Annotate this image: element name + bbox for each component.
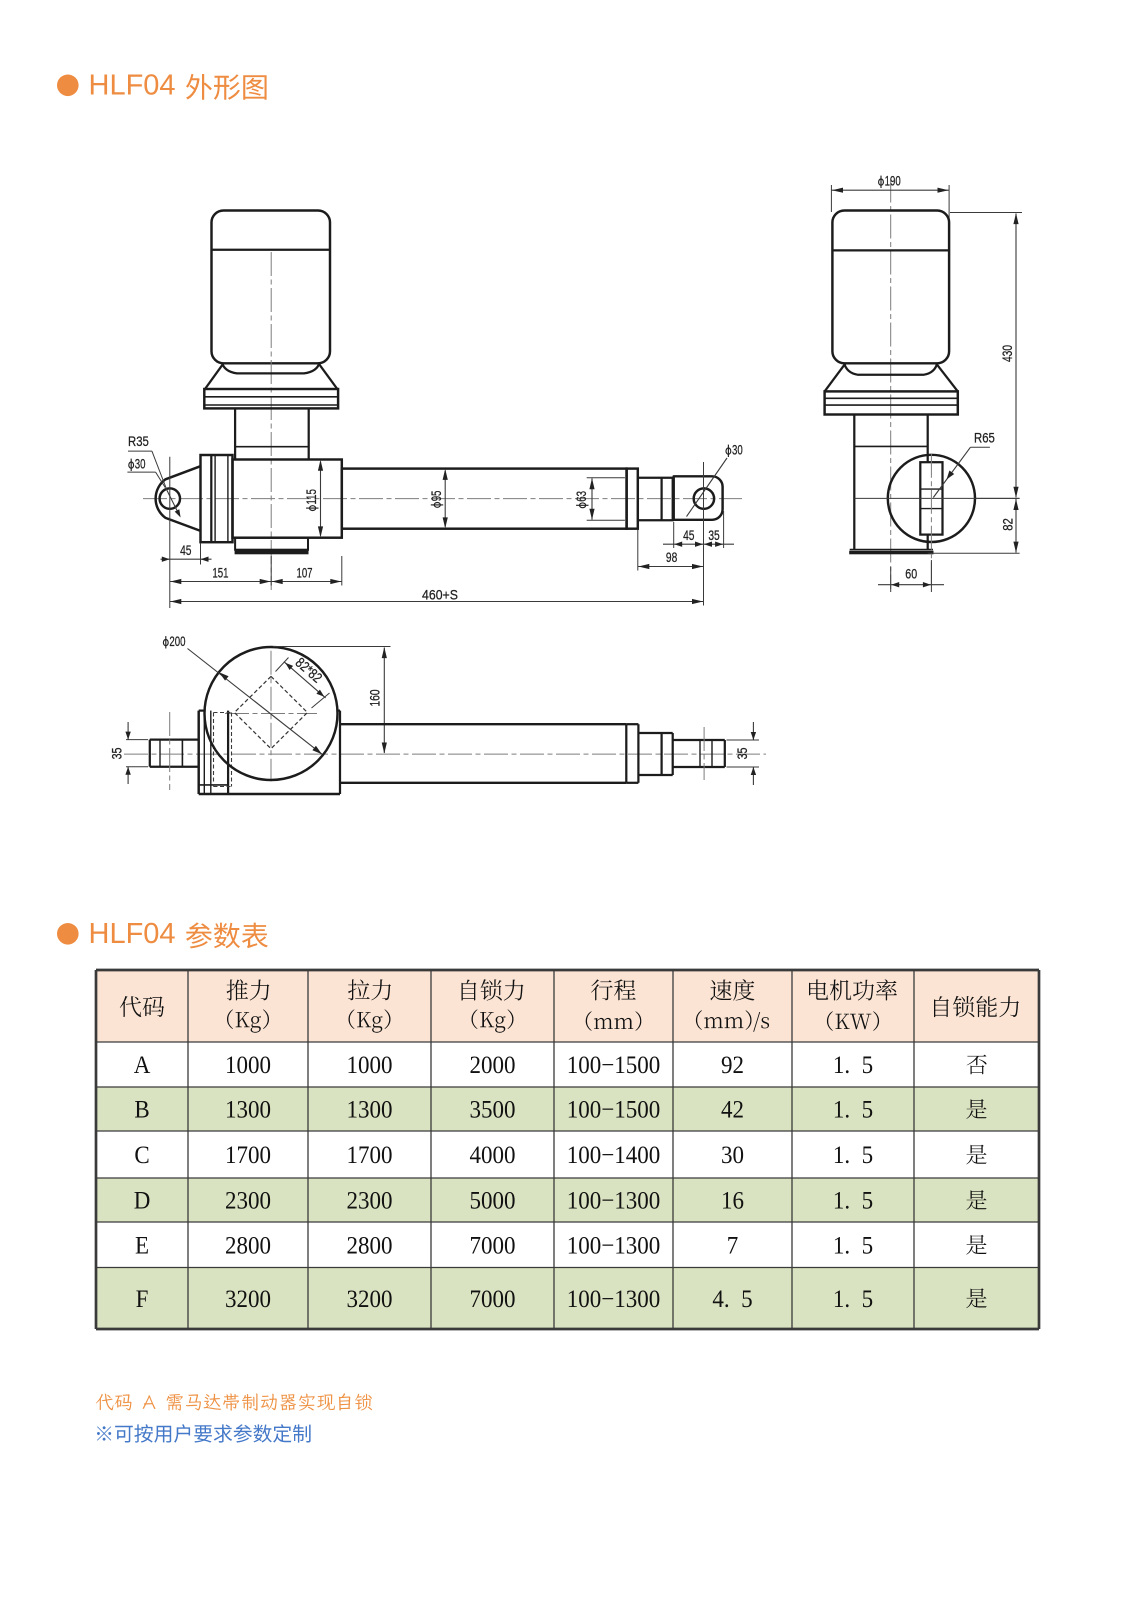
svg-text:E: E [135,1232,149,1259]
svg-text:1700: 1700 [347,1142,393,1169]
svg-text:C: C [134,1142,149,1169]
svg-text:100−1400: 100−1400 [567,1142,660,1169]
svg-text:63: 63 [573,491,589,502]
svg-text:R35: R35 [128,433,149,450]
svg-text:4000: 4000 [470,1142,516,1169]
svg-text:100−1300: 100−1300 [567,1232,660,1259]
svg-text:1. 5: 1. 5 [833,1097,873,1124]
svg-text:35: 35 [735,748,751,760]
svg-text:45: 45 [180,542,191,558]
svg-text:92: 92 [721,1052,744,1079]
svg-text:45: 45 [683,527,694,543]
svg-text:200: 200 [169,633,185,649]
svg-text:4. 5: 4. 5 [712,1286,752,1313]
svg-text:42: 42 [721,1097,744,1124]
svg-text:1000: 1000 [347,1052,393,1079]
svg-text:430: 430 [999,345,1015,362]
svg-text:151: 151 [212,565,228,581]
svg-text:107: 107 [296,565,312,581]
svg-text:16: 16 [721,1188,744,1215]
svg-text:1. 5: 1. 5 [833,1188,873,1215]
svg-text:3500: 3500 [470,1097,516,1124]
svg-text:B: B [134,1097,149,1124]
svg-text:7: 7 [727,1232,739,1259]
svg-text:5000: 5000 [470,1188,516,1215]
svg-text:30: 30 [135,456,146,472]
svg-text:3200: 3200 [225,1286,271,1313]
svg-text:100−1500: 100−1500 [567,1097,660,1124]
svg-text:1. 5: 1. 5 [833,1142,873,1169]
svg-text:3200: 3200 [347,1286,393,1313]
svg-text:HLF04: HLF04 [89,918,176,950]
svg-text:115: 115 [303,489,319,505]
svg-text:95: 95 [428,490,444,501]
svg-text:1300: 1300 [347,1097,393,1124]
svg-text:HLF04: HLF04 [89,70,176,102]
svg-text:F: F [136,1286,149,1313]
svg-text:1300: 1300 [225,1097,271,1124]
svg-text:1. 5: 1. 5 [833,1052,873,1079]
svg-text:2300: 2300 [225,1188,271,1215]
svg-text:7000: 7000 [470,1286,516,1313]
svg-text:60: 60 [905,566,917,582]
svg-text:7000: 7000 [470,1232,516,1259]
svg-text:2300: 2300 [347,1188,393,1215]
svg-text:82: 82 [999,518,1016,531]
svg-text:35: 35 [109,748,125,760]
svg-text:460+S: 460+S [422,587,458,603]
svg-text:1. 5: 1. 5 [833,1286,873,1313]
svg-text:35: 35 [708,527,719,543]
svg-text:2000: 2000 [470,1052,516,1079]
svg-text:2800: 2800 [347,1232,393,1259]
svg-text:1000: 1000 [225,1052,271,1079]
svg-text:160: 160 [367,689,383,706]
svg-text:1. 5: 1. 5 [833,1232,873,1259]
svg-text:30: 30 [732,442,743,458]
svg-text:R65: R65 [974,429,995,446]
svg-text:2800: 2800 [225,1232,271,1259]
svg-text:D: D [134,1188,151,1215]
svg-text:100−1500: 100−1500 [567,1052,660,1079]
svg-text:30: 30 [721,1142,744,1169]
svg-text:190: 190 [885,173,901,189]
svg-text:100−1300: 100−1300 [567,1188,660,1215]
svg-text:100−1300: 100−1300 [567,1286,660,1313]
svg-text:A: A [134,1052,151,1079]
svg-text:98: 98 [666,549,677,565]
svg-text:1700: 1700 [225,1142,271,1169]
